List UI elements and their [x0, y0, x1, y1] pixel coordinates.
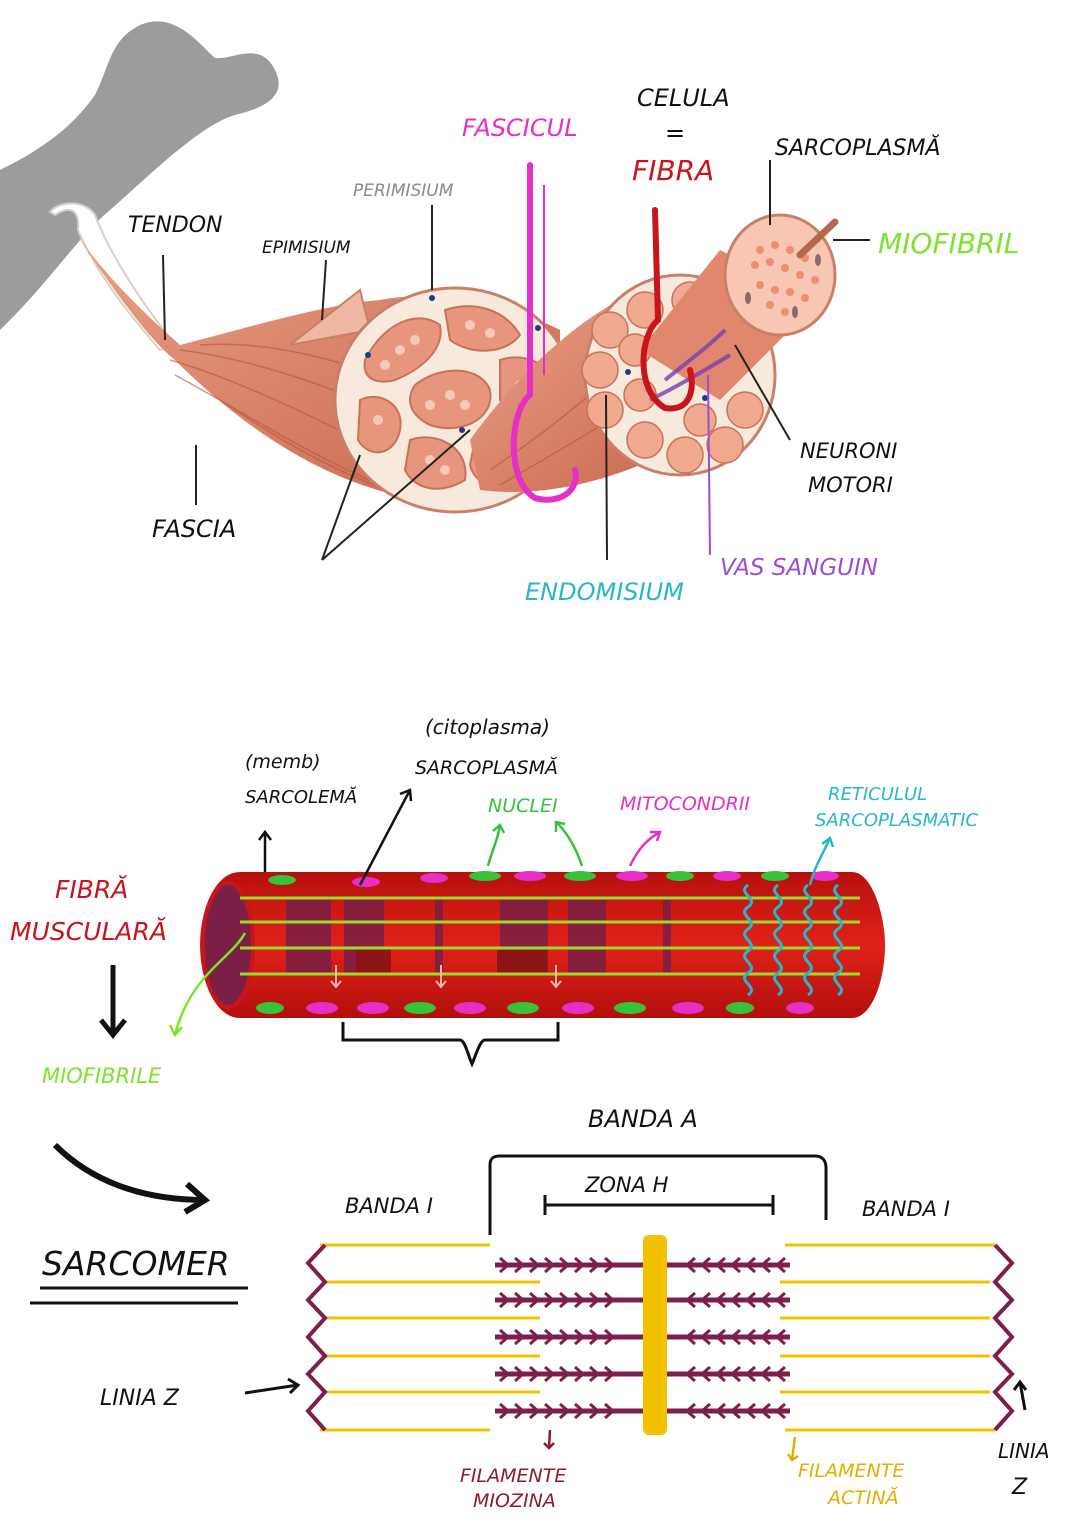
epimysium-flap: [289, 288, 372, 346]
linia-z-right-label-2: Z: [1011, 1475, 1028, 1500]
fascicul-label: FASCICUL: [462, 114, 578, 142]
fiber-brace: [341, 1022, 560, 1068]
linia-z-left-label: LINIA Z: [100, 1386, 180, 1411]
endomisium-label: ENDOMISIUM: [525, 578, 684, 606]
citoplasma-label: (citoplasma): [425, 715, 550, 739]
sarcomer-title: SARCOMER: [42, 1244, 230, 1283]
sarcoplasma-fiber-label: SARCOPLASMĂ: [415, 756, 558, 779]
celula-label: CELULA: [637, 84, 730, 112]
bone-silhouette: [0, 21, 279, 330]
equals-sign: =: [665, 119, 685, 147]
mitocondrii-label: MITOCONDRII: [620, 793, 750, 815]
fascicle-marker: [510, 162, 579, 503]
m-line: [643, 1235, 667, 1435]
miofibril-label: MIOFIBRIL: [878, 227, 1019, 260]
linia-z-right-label-1: LINIA: [998, 1439, 1050, 1463]
tendon-label: TENDON: [128, 213, 223, 238]
z-line-left: [305, 1243, 328, 1432]
fiber-diagram: (memb) SARCOLEMĂ (citoplasma) SARCOPLASM…: [10, 715, 978, 1215]
banda-i-left-label: BANDA I: [345, 1194, 433, 1218]
fibra-musculara-label-1: FIBRĂ: [55, 875, 128, 904]
myofibril-strand: [796, 218, 839, 259]
filamente-actina-label-1: FILAMENTE: [798, 1460, 904, 1482]
sarcoplasma-label: SARCOPLASMĂ: [775, 135, 941, 161]
filamente-miozina-label-2: MIOZINA: [473, 1490, 556, 1512]
fiber-end-cap: [201, 881, 255, 1009]
filamente-actina-label-2: ACTINĂ: [826, 1486, 899, 1509]
muscle-diagram: TENDON EPIMISIUM PERIMISIUM FASCICUL CEL…: [0, 21, 1019, 606]
neuroni-label: NEURONI: [800, 439, 897, 463]
epimisium-label: EPIMISIUM: [262, 238, 351, 258]
miofibrile-label: MIOFIBRILE: [42, 1064, 162, 1088]
reticulul-label: RETICULUL: [828, 784, 927, 805]
fascia-label: FASCIA: [152, 515, 236, 543]
sarcolema-label: SARCOLEMĂ: [245, 786, 357, 808]
sarcomere-diagram: SARCOMER: [30, 1105, 1050, 1512]
banda-a-label: BANDA A: [588, 1105, 698, 1133]
sarcoplasmatic-label: SARCOPLASMATIC: [815, 810, 978, 831]
fiber-marker: [640, 207, 695, 412]
nuclei-label: NUCLEI: [488, 795, 558, 817]
fibra-musculara-label-2: MUSCULARĂ: [10, 917, 167, 946]
fibra-label: FIBRA: [632, 154, 714, 187]
banda-a-bracket: [488, 1154, 828, 1235]
zona-h-label: ZONA H: [584, 1173, 669, 1197]
perimisium-label: PERIMISIUM: [353, 181, 454, 201]
banda-i-right-label: BANDA I: [862, 1197, 950, 1221]
filamente-miozina-label-1: FILAMENTE: [460, 1465, 566, 1487]
zona-h-bracket: [543, 1195, 775, 1215]
motori-label: MOTORI: [808, 473, 893, 497]
vas-sanguin-label: VAS SANGUIN: [720, 555, 878, 581]
memb-label: (memb): [245, 751, 321, 773]
z-line-right: [992, 1243, 1015, 1432]
